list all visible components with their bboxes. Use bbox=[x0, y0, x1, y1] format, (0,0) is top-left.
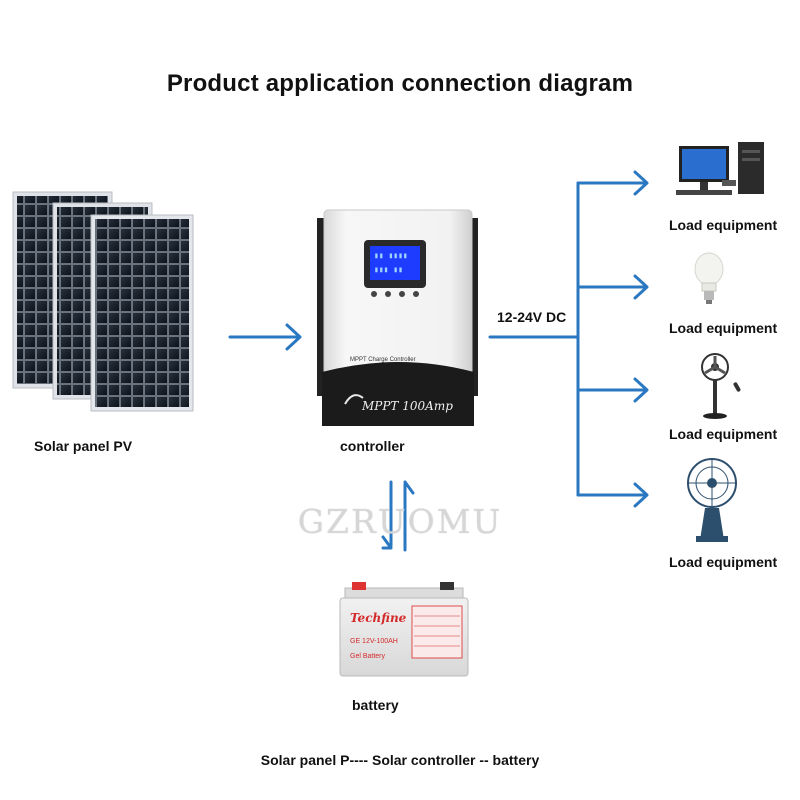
load-label-4: Load equipment bbox=[669, 554, 778, 570]
controller-front-label: MPPT Charge Controller bbox=[350, 357, 416, 363]
battery-type: Gel Battery bbox=[350, 653, 386, 660]
lcd-screen bbox=[370, 246, 420, 280]
battery-model: GE 12V-100AH bbox=[350, 638, 398, 645]
load-label-2: Load equipment bbox=[669, 320, 778, 336]
solar-panel-image bbox=[12, 191, 194, 412]
connection-arrows bbox=[228, 170, 649, 552]
load-label-3: Load equipment bbox=[669, 426, 778, 442]
watermark: GZRUOMU bbox=[297, 502, 503, 541]
diagram-caption: Solar panel P---- Solar controller -- ba… bbox=[260, 752, 540, 768]
svg-text:▮▮▮ ▮▮: ▮▮▮ ▮▮ bbox=[374, 265, 403, 274]
controller-image: ▮▮ ▮▮▮▮ ▮▮▮ ▮▮ MPPT Charge Controller MP… bbox=[317, 209, 478, 426]
solar-panel-front bbox=[90, 214, 194, 412]
arrow-to-load-1 bbox=[576, 170, 649, 196]
battery-label: battery bbox=[352, 697, 399, 713]
battery-image: Techfine GE 12V-100AH Gel Battery bbox=[339, 582, 469, 677]
controller-label: controller bbox=[340, 438, 405, 454]
load-label-1: Load equipment bbox=[669, 217, 778, 233]
computer-icon bbox=[676, 142, 764, 195]
light-bulb-icon bbox=[694, 252, 724, 304]
standing-fan-icon bbox=[701, 353, 741, 419]
arrow-battery-to-controller bbox=[403, 480, 415, 552]
wall-fan-icon bbox=[687, 458, 737, 542]
dc-output-bus bbox=[488, 181, 580, 497]
battery-brand: Techfine bbox=[350, 611, 407, 625]
svg-text:▮▮ ▮▮▮▮: ▮▮ ▮▮▮▮ bbox=[374, 251, 408, 260]
solar-panel-label: Solar panel PV bbox=[34, 438, 133, 454]
arrow-to-load-2 bbox=[576, 274, 649, 300]
arrow-to-load-3 bbox=[576, 377, 649, 403]
arrow-controller-to-battery bbox=[381, 480, 393, 550]
controller-brand-text: MPPT 100Amp bbox=[361, 399, 453, 413]
dc-output-label: 12-24V DC bbox=[497, 309, 567, 325]
arrow-panel-to-controller bbox=[228, 323, 302, 351]
arrow-to-load-4 bbox=[576, 482, 649, 508]
diagram-title: Product application connection diagram bbox=[166, 70, 634, 97]
